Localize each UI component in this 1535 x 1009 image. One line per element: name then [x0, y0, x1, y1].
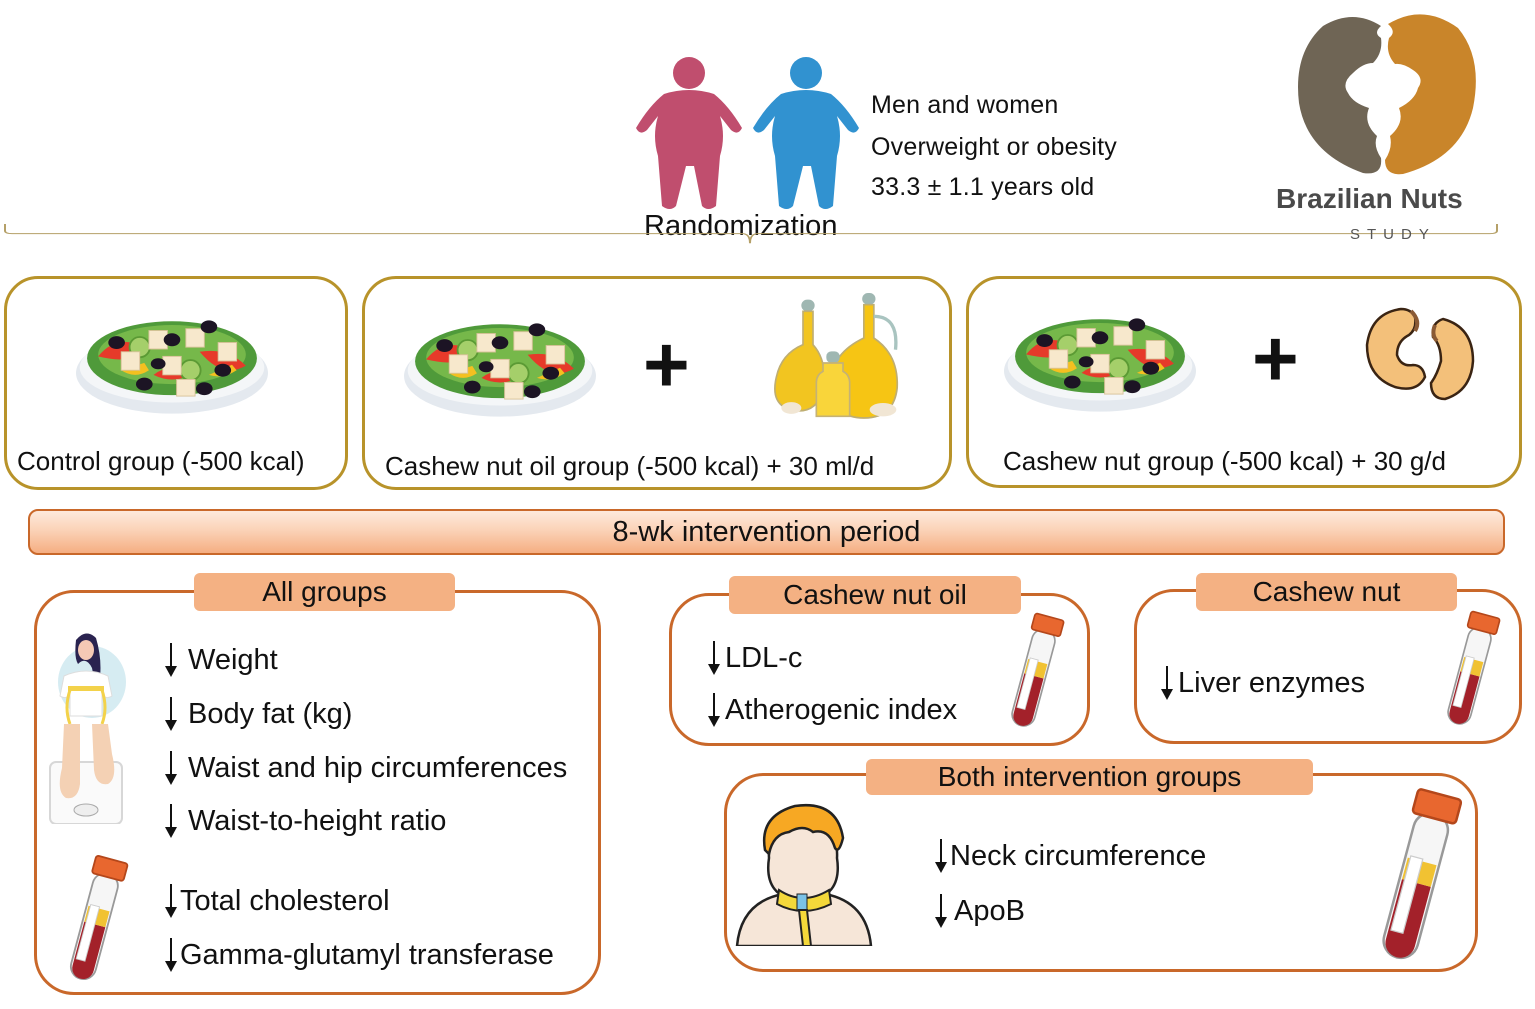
outcome-label: Liver enzymes — [1178, 666, 1365, 699]
down-arrow-icon — [164, 803, 178, 839]
outcome-label: Neck circumference — [950, 839, 1207, 872]
outcome-ggt: Gamma-glutamyl transferase — [164, 937, 554, 973]
outcome-body-fat: Body fat (kg) — [164, 696, 352, 732]
down-arrow-icon — [164, 750, 178, 786]
woman-on-scale-icon — [49, 633, 126, 824]
blood-tube-icon — [1004, 610, 1066, 734]
male-figure-icon — [753, 57, 859, 209]
cashew-nut-group-label: Cashew nut group (-500 kcal) + 30 g/d — [1003, 446, 1446, 476]
demographics-sex: Men and women — [871, 91, 1059, 119]
outcome-label: Total cholesterol — [180, 884, 390, 917]
outcome-label: Atherogenic index — [725, 693, 958, 726]
intervention-period-bar: 8-wk intervention period — [28, 509, 1505, 555]
down-arrow-icon — [164, 696, 178, 732]
plus-icon: + — [1252, 314, 1299, 403]
oil-bottles-icon — [774, 293, 899, 419]
outcome-neck-circumference: Neck circumference — [934, 838, 1206, 874]
cashew-nut-tab: Cashew nut — [1196, 573, 1457, 611]
outcome-atherogenic-index: Atherogenic index — [707, 692, 957, 728]
cashew-oil-group-label: Cashew nut oil group (-500 kcal) + 30 ml… — [385, 451, 875, 481]
down-arrow-icon — [934, 893, 948, 929]
down-arrow-icon — [164, 883, 178, 919]
outcome-label: LDL-c — [725, 641, 803, 674]
outcome-waist-to-height: Waist-to-height ratio — [164, 803, 446, 839]
outcome-label: Waist-to-height ratio — [188, 804, 447, 837]
control-group-label: Control group (-500 kcal) — [17, 446, 305, 476]
outcome-label: Gamma-glutamyl transferase — [180, 938, 554, 971]
outcome-waist-hip: Waist and hip circumferences — [164, 750, 567, 786]
intervention-period-label: 8-wk intervention period — [612, 515, 921, 548]
outcome-label: Waist and hip circumferences — [188, 751, 568, 784]
all-groups-title: All groups — [262, 576, 387, 607]
demographics-age: 33.3 ± 1.1 years old — [871, 173, 1095, 201]
blood-tube-icon — [62, 852, 130, 988]
logo-subtitle: STUDY — [1350, 226, 1436, 243]
female-figure-icon — [636, 57, 742, 209]
cashew-oil-group-box: + Cashew nut oil group (-500 kcal) + 30 … — [362, 276, 952, 490]
cashew-nut-oil-title: Cashew nut oil — [783, 579, 967, 610]
outcome-label: Weight — [188, 643, 278, 676]
outcome-label: Body fat (kg) — [188, 697, 353, 730]
outcome-weight: Weight — [164, 642, 278, 678]
brazilian-nuts-logo-icon — [1298, 14, 1476, 175]
blood-tube-icon — [1370, 784, 1466, 970]
both-groups-tab: Both intervention groups — [866, 759, 1313, 795]
all-groups-box — [34, 590, 601, 995]
plus-icon: + — [643, 320, 690, 409]
randomization-label: Randomization — [644, 210, 838, 242]
man-neck-measure-icon — [735, 803, 873, 946]
down-arrow-icon — [934, 838, 948, 874]
down-arrow-icon — [707, 692, 721, 728]
cashew-icon — [1365, 307, 1475, 401]
salad-icon — [69, 301, 275, 421]
cashew-nut-oil-tab: Cashew nut oil — [729, 576, 1021, 614]
down-arrow-icon — [1160, 665, 1174, 701]
both-groups-title: Both intervention groups — [937, 761, 1242, 792]
salad-icon — [397, 304, 603, 424]
down-arrow-icon — [164, 937, 178, 973]
cashew-nut-title: Cashew nut — [1252, 576, 1401, 607]
outcome-label: ApoB — [954, 894, 1025, 927]
salad-icon — [997, 299, 1203, 419]
down-arrow-icon — [707, 640, 721, 676]
outcome-ldl: LDL-c — [707, 640, 802, 676]
outcome-total-cholesterol: Total cholesterol — [164, 883, 390, 919]
outcome-liver-enzymes: Liver enzymes — [1160, 665, 1365, 701]
all-groups-tab: All groups — [194, 573, 455, 611]
down-arrow-icon — [164, 642, 178, 678]
cashew-nut-group-box: + Cashew nut group (-500 kcal) + 30 g/d — [966, 276, 1522, 488]
demographics-bmi: Overweight or obesity — [871, 133, 1117, 161]
randomization-brace — [4, 224, 1498, 244]
control-group-box: Control group (-500 kcal) — [4, 276, 348, 490]
outcome-apob: ApoB — [934, 893, 1025, 929]
logo-title: Brazilian Nuts — [1276, 183, 1463, 214]
blood-tube-icon — [1440, 608, 1502, 732]
